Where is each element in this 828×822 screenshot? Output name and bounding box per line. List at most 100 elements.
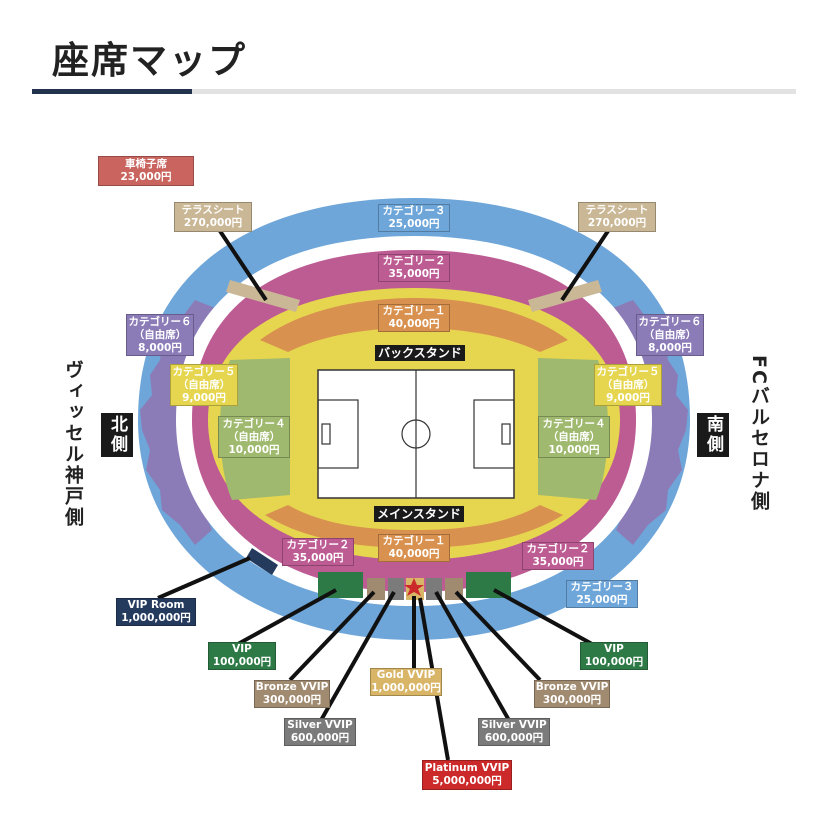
label-cat4-right-sub: （自由席） [547, 430, 601, 443]
label-gold[interactable]: Gold VVIP 1,000,000円 [370, 668, 442, 696]
leader-bronze-left [288, 590, 376, 682]
back-stand-label: バックスタンド [375, 345, 465, 361]
label-cat5-right[interactable]: カテゴリー５ （自由席） 9,000円 [594, 364, 662, 406]
label-bronze-right[interactable]: Bronze VVIP 300,000円 [534, 680, 610, 708]
left-team-side-label: ヴィッセル神戸側 [62, 360, 84, 528]
label-cat1-top-name: カテゴリー１ [382, 305, 446, 317]
label-vip-room-price: 1,000,000円 [121, 612, 191, 624]
label-platinum-price: 5,000,000円 [432, 775, 502, 787]
label-cat4-left[interactable]: カテゴリー４ （自由席） 10,000円 [218, 416, 290, 458]
leader-vip-room [157, 556, 251, 600]
right-team-side-label: FCバルセロナ側 [748, 355, 770, 512]
label-terrace-right-name: テラスシート [585, 204, 649, 216]
pitch-penalty-box-right [473, 399, 515, 469]
label-cat3-top-price: 25,000円 [388, 218, 440, 230]
label-cat3-top-name: カテゴリー３ [382, 205, 446, 217]
label-cat2-bottom-left[interactable]: カテゴリー２ 35,000円 [282, 538, 354, 566]
label-cat6-right-sub: （自由席） [643, 328, 697, 341]
label-vip-right[interactable]: VIP 100,000円 [580, 642, 648, 670]
leader-silver-left [318, 591, 396, 723]
label-cat5-left[interactable]: カテゴリー５ （自由席） 9,000円 [170, 364, 238, 406]
label-gold-price: 1,000,000円 [371, 682, 441, 694]
platinum-star-icon [404, 578, 424, 596]
label-cat2-top-name: カテゴリー２ [382, 255, 446, 267]
label-cat3-bottom-name: カテゴリー３ [570, 581, 634, 593]
label-cat2-top[interactable]: カテゴリー２ 35,000円 [378, 254, 450, 282]
label-cat1-bottom-name: カテゴリー１ [382, 535, 446, 547]
pitch-penalty-box-left [317, 399, 359, 469]
label-bronze-right-price: 300,000円 [542, 694, 602, 706]
pitch-goal-box-left [321, 423, 331, 445]
label-terrace-left-price: 270,000円 [183, 217, 243, 229]
label-cat4-right-name: カテゴリー４ [542, 417, 606, 430]
main-stand-label: メインスタンド [374, 506, 464, 522]
label-vip-right-name: VIP [604, 643, 624, 655]
label-cat6-left-name: カテゴリー６ [128, 315, 192, 328]
label-bronze-left-price: 300,000円 [262, 694, 322, 706]
label-cat5-left-name: カテゴリー５ [172, 365, 236, 378]
label-cat2-bottom-left-name: カテゴリー２ [286, 539, 350, 551]
label-vip-left-name: VIP [232, 643, 252, 655]
label-terrace-right[interactable]: テラスシート 270,000円 [578, 202, 656, 232]
leader-bronze-right [454, 590, 542, 682]
label-cat6-left-sub: （自由席） [133, 328, 187, 341]
label-silver-right-price: 600,000円 [484, 732, 544, 744]
label-bronze-right-name: Bronze VVIP [535, 681, 609, 693]
label-vip-left-price: 100,000円 [212, 656, 272, 668]
label-cat5-right-price: 9,000円 [606, 391, 650, 404]
label-bronze-left[interactable]: Bronze VVIP 300,000円 [254, 680, 330, 708]
label-vip-left[interactable]: VIP 100,000円 [208, 642, 276, 670]
label-vip-room[interactable]: VIP Room 1,000,000円 [116, 598, 196, 626]
label-wheelchair-price: 23,000円 [120, 171, 172, 183]
label-vip-right-price: 100,000円 [584, 656, 644, 668]
label-cat4-left-sub: （自由席） [227, 430, 281, 443]
label-silver-left-price: 600,000円 [290, 732, 350, 744]
label-cat1-top-price: 40,000円 [388, 318, 440, 330]
label-terrace-right-price: 270,000円 [587, 217, 647, 229]
label-cat6-left[interactable]: カテゴリー６ （自由席） 8,000円 [126, 314, 194, 356]
north-side-badge: 北側 [101, 413, 133, 457]
section-vip-room[interactable] [246, 548, 278, 575]
label-cat5-left-sub: （自由席） [177, 378, 231, 391]
south-side-badge: 南側 [697, 413, 729, 457]
label-cat3-top[interactable]: カテゴリー３ 25,000円 [378, 204, 450, 232]
label-cat4-right[interactable]: カテゴリー４ （自由席） 10,000円 [538, 416, 610, 458]
label-cat3-bottom-price: 25,000円 [576, 594, 628, 606]
leader-terrace-right [560, 226, 612, 302]
label-cat5-right-name: カテゴリー５ [596, 365, 660, 378]
label-vip-room-name: VIP Room [127, 599, 185, 611]
label-platinum[interactable]: Platinum VVIP 5,000,000円 [422, 760, 512, 790]
label-platinum-name: Platinum VVIP [424, 762, 510, 774]
label-cat2-top-price: 35,000円 [388, 268, 440, 280]
title-underline-accent [32, 89, 192, 94]
pitch-center-circle [401, 419, 431, 449]
label-cat1-bottom-price: 40,000円 [388, 548, 440, 560]
label-wheelchair-name: 車椅子席 [125, 158, 167, 170]
label-terrace-left[interactable]: テラスシート 270,000円 [174, 202, 252, 232]
label-wheelchair[interactable]: 車椅子席 23,000円 [98, 156, 194, 186]
label-cat2-bottom-right-name: カテゴリー２ [526, 543, 590, 555]
label-cat6-left-price: 8,000円 [138, 341, 182, 354]
title-underline [32, 89, 796, 94]
label-cat6-right[interactable]: カテゴリー６ （自由席） 8,000円 [636, 314, 704, 356]
leader-vip-left [237, 588, 337, 646]
label-cat1-top[interactable]: カテゴリー１ 40,000円 [378, 304, 450, 332]
leader-silver-right [434, 591, 512, 723]
label-cat2-bottom-left-price: 35,000円 [292, 552, 344, 564]
section-category1-bottom[interactable] [265, 505, 563, 548]
label-cat4-left-name: カテゴリー４ [222, 417, 286, 430]
label-silver-right[interactable]: Silver VVIP 600,000円 [478, 718, 550, 746]
label-cat2-bottom-right[interactable]: カテゴリー２ 35,000円 [522, 542, 594, 570]
label-cat5-left-price: 9,000円 [182, 391, 226, 404]
page-title: 座席マップ [52, 39, 247, 82]
label-cat2-bottom-right-price: 35,000円 [532, 556, 584, 568]
leader-vip-right [493, 588, 593, 646]
label-cat1-bottom[interactable]: カテゴリー１ 40,000円 [378, 534, 450, 562]
label-gold-name: Gold VVIP [376, 669, 436, 681]
label-cat6-right-price: 8,000円 [648, 341, 692, 354]
label-silver-left[interactable]: Silver VVIP 600,000円 [284, 718, 356, 746]
label-cat3-bottom[interactable]: カテゴリー３ 25,000円 [566, 580, 638, 608]
pitch-goal-box-right [501, 423, 511, 445]
label-silver-right-name: Silver VVIP [481, 719, 547, 731]
